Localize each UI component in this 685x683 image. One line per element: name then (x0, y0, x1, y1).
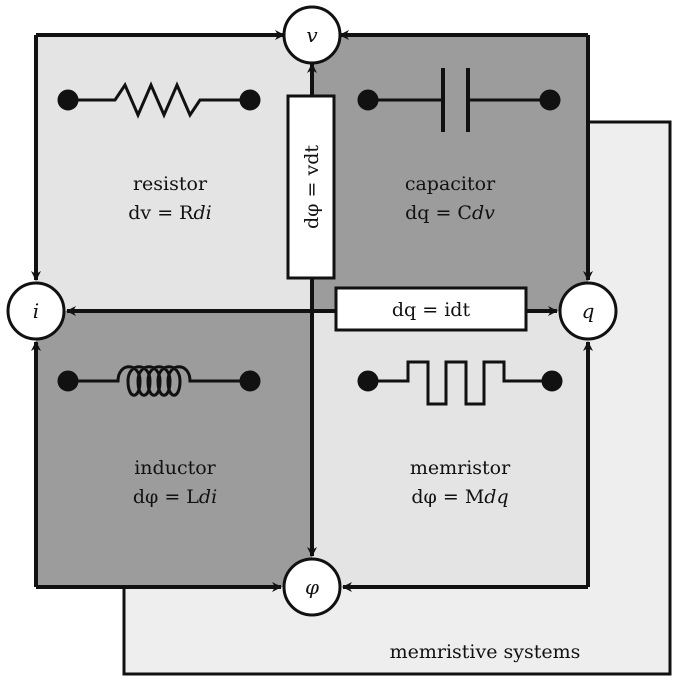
resistor-symbol-icon (57, 81, 261, 119)
capacitor-quadrant (312, 35, 588, 311)
charge-relation-text: dq = idt (392, 299, 471, 321)
svg-text:v: v (306, 23, 318, 47)
memristor-symbol-icon (357, 360, 563, 406)
capacitor-name: capacitor (405, 173, 496, 195)
memristor-name: memristor (410, 457, 511, 479)
capacitor-equation: dq = Cdv (405, 202, 495, 224)
node-v: v (282, 5, 342, 65)
resistor-quadrant (36, 35, 312, 311)
charge-relation-box (334, 286, 528, 332)
resistor-name: resistor (133, 173, 208, 195)
flux-relation-text: dφ = vdt (301, 145, 323, 229)
svg-text:q: q (582, 299, 595, 323)
memristive-systems-label: memristive systems (390, 641, 581, 663)
svg-text:φ: φ (305, 575, 319, 599)
node-q: q (558, 281, 618, 341)
inductor-symbol-icon (57, 365, 261, 397)
inductor-name: inductor (134, 457, 216, 479)
node-i: i (6, 281, 66, 341)
svg-text:i: i (33, 299, 39, 323)
capacitor-symbol-icon (357, 68, 561, 132)
memristor-equation: dφ = Mdq (411, 486, 508, 508)
memristor-quadrant (312, 311, 588, 587)
resistor-equation: dv = Rdi (128, 202, 211, 224)
flux-relation-box (286, 94, 336, 280)
node-phi: φ (282, 557, 342, 617)
inductor-equation: dφ = Ldi (133, 486, 217, 508)
inductor-quadrant (36, 311, 312, 587)
